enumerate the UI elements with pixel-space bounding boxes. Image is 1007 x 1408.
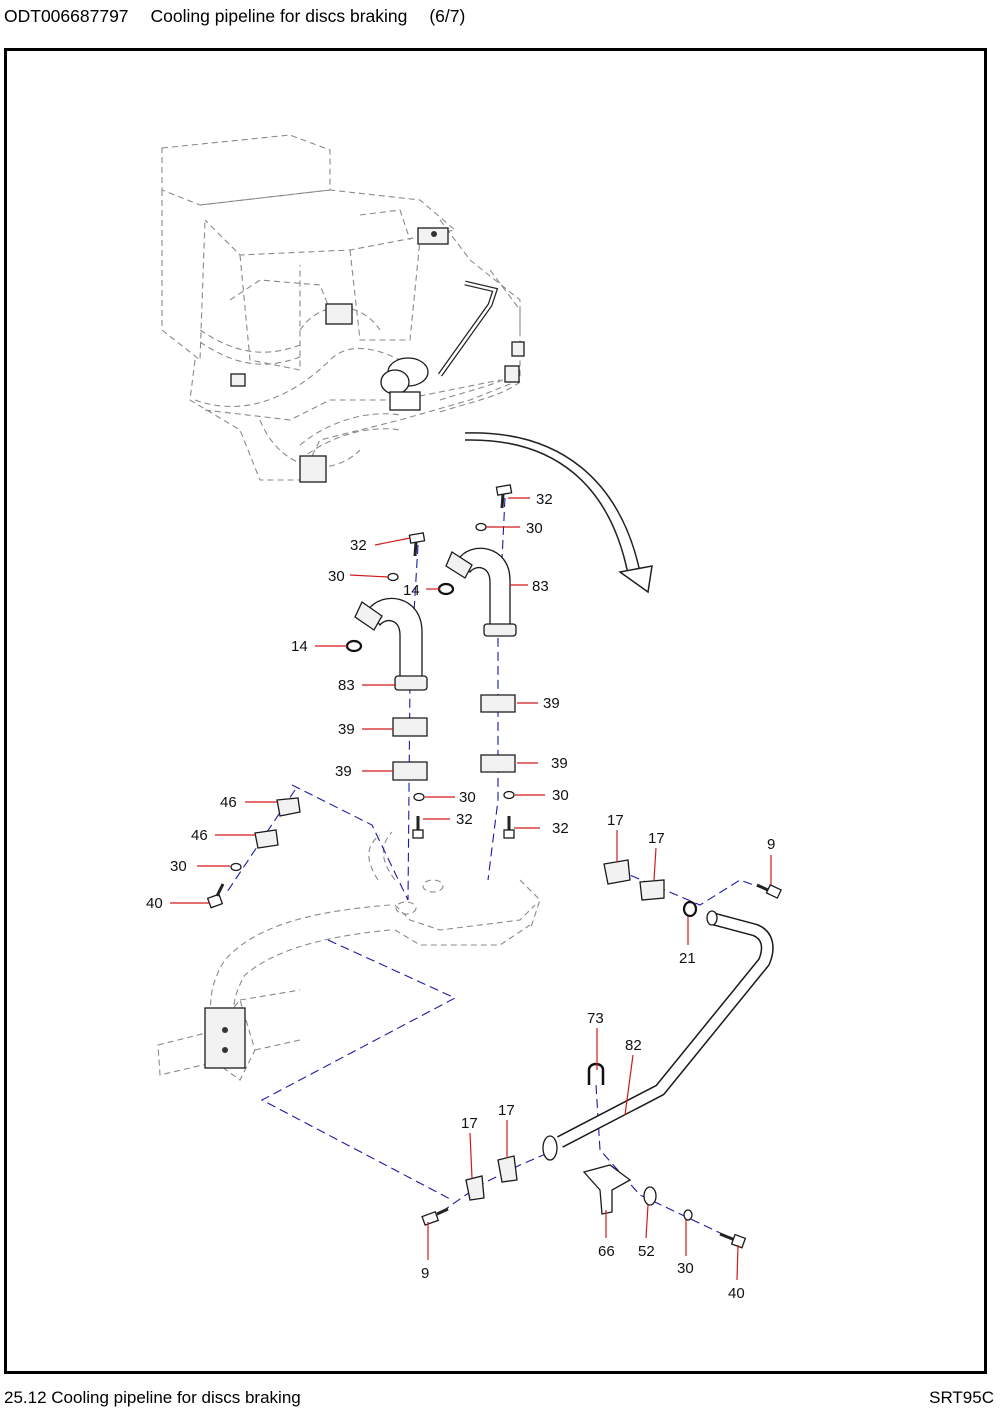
elbow-pipe-83-left — [354, 597, 428, 691]
bolt-32-top — [495, 484, 513, 509]
callout-52: 52 — [638, 1243, 655, 1260]
callout-82: 82 — [625, 1037, 642, 1054]
clamp-46-a — [276, 797, 301, 817]
flange-17-a — [603, 859, 631, 885]
flange-17-c — [465, 1175, 485, 1201]
callout-14-right: 14 — [403, 582, 420, 599]
callout-17-b: 17 — [648, 830, 665, 847]
callout-46-b: 46 — [191, 827, 208, 844]
bolt-32-mid-left — [412, 816, 424, 839]
bolt-9-bottom — [421, 1207, 449, 1226]
footer-model: SRT95C — [929, 1388, 994, 1407]
bolt-40-side — [206, 883, 225, 909]
u-bolt-73 — [587, 1062, 605, 1085]
page-indicator: (6/7) — [429, 6, 466, 26]
callout-labels: 32 30 83 14 32 30 14 83 39 39 39 39 30 3… — [146, 491, 775, 1302]
machine-frame-context — [161, 134, 525, 483]
callout-32-left: 32 — [350, 537, 367, 554]
page-footer: 25.12 Cooling pipeline for discs braking… — [4, 1388, 994, 1408]
washer-30-mid-left — [413, 792, 425, 802]
callout-83-right: 83 — [532, 578, 549, 595]
bolt-32-left — [408, 532, 426, 557]
diagram-frame — [4, 48, 987, 1374]
clamp-39-left-b — [392, 761, 428, 781]
callout-21: 21 — [679, 950, 696, 967]
callout-9-top: 9 — [767, 836, 775, 853]
callout-66: 66 — [598, 1243, 615, 1260]
washer-30-top — [475, 522, 487, 532]
o-ring-21 — [682, 900, 698, 918]
clamp-39-left-a — [392, 717, 428, 737]
callout-leaders — [170, 497, 772, 1281]
washer-30-bottom — [683, 1209, 693, 1221]
callout-30-top: 30 — [526, 520, 543, 537]
bolt-40-bottom — [719, 1232, 747, 1249]
callout-83-left: 83 — [338, 677, 355, 694]
o-ring-14-left — [345, 639, 363, 653]
clamp-46-b — [254, 829, 279, 849]
callout-30-mid-left: 30 — [459, 789, 476, 806]
detail-arrow — [464, 432, 653, 594]
callout-46-a: 46 — [220, 794, 237, 811]
washer-30-mid-right — [503, 790, 515, 800]
callout-39-right-a: 39 — [543, 695, 560, 712]
callout-17-a: 17 — [607, 812, 624, 829]
bracket-66 — [582, 1164, 632, 1215]
page-header: ODT006687797 Cooling pipeline for discs b… — [4, 6, 487, 27]
callout-9-bottom: 9 — [421, 1265, 429, 1282]
callout-32-mid-right: 32 — [552, 820, 569, 837]
axle-housing-context — [157, 831, 541, 1081]
o-ring-14-right — [437, 582, 455, 596]
clamp-39-right-a — [480, 694, 516, 713]
clamp-39-right-b — [480, 754, 516, 773]
callout-17-c: 17 — [461, 1115, 478, 1132]
callout-73: 73 — [587, 1010, 604, 1027]
callout-40-bottom: 40 — [728, 1285, 745, 1302]
elbow-pipe-83-right — [445, 547, 517, 637]
bolt-32-mid-right — [503, 816, 515, 839]
footer-section: 25.12 Cooling pipeline for discs braking — [4, 1388, 301, 1407]
callout-32-mid-left: 32 — [456, 811, 473, 828]
callout-30-bottom: 30 — [677, 1260, 694, 1277]
callout-30-side: 30 — [170, 858, 187, 875]
callout-40-side: 40 — [146, 895, 163, 912]
callout-39-right-b: 39 — [551, 755, 568, 772]
cooling-pipe-82 — [542, 910, 774, 1161]
callout-30-left: 30 — [328, 568, 345, 585]
callout-39-left-a: 39 — [338, 721, 355, 738]
document-code: ODT006687797 — [4, 6, 129, 26]
bolt-9-top — [756, 883, 782, 899]
washer-52 — [643, 1186, 657, 1206]
callout-17-d: 17 — [498, 1102, 515, 1119]
flange-17-b — [639, 879, 665, 901]
washer-30-left — [387, 572, 399, 582]
callout-14-left: 14 — [291, 638, 308, 655]
callout-30-mid-right: 30 — [552, 787, 569, 804]
callout-39-left-b: 39 — [335, 763, 352, 780]
parts — [206, 484, 782, 1249]
callout-32-top: 32 — [536, 491, 553, 508]
washer-30-side — [230, 862, 242, 872]
flange-17-d — [497, 1155, 518, 1183]
diagram-title: Cooling pipeline for discs braking — [150, 6, 408, 26]
